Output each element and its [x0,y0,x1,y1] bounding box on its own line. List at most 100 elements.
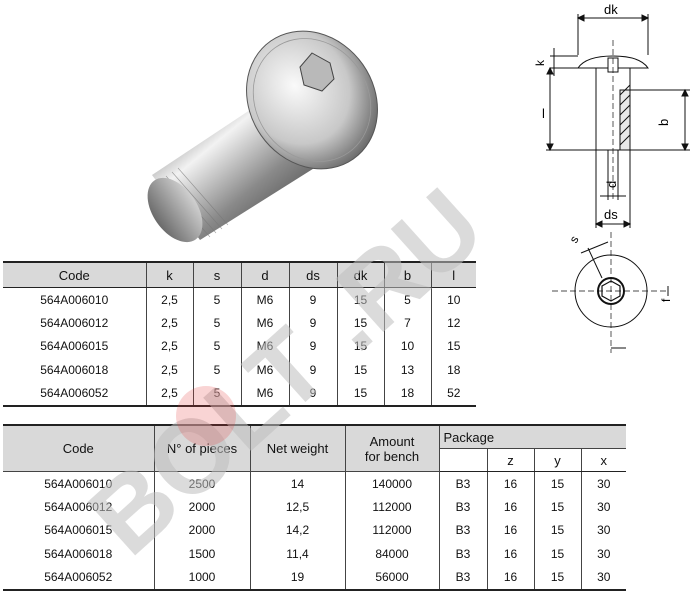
dimensions-cell-dk: 15 [336,381,385,406]
packaging-cell-y: 15 [533,495,582,519]
packaging-cell-pieces: 1500 [153,542,251,566]
packaging-cell-z: 16 [486,471,535,496]
col-header-d: d [240,262,290,288]
dimensions-cell-l: 12 [430,311,476,335]
packaging-cell-x: 30 [580,495,626,519]
packaging-cell-x: 30 [580,518,626,543]
packaging-cell-code: 564A006015 [3,518,155,543]
packaging-cell-amount: 84000 [344,542,440,566]
dimensions-cell-ds: 9 [288,311,338,335]
packaging-cell-net-weight: 11,4 [249,542,346,566]
packaging-cell-package-type: B3 [438,495,488,519]
dim-b-label: b [656,119,671,126]
packaging-cell-y: 15 [533,518,582,543]
dimensions-cell-dk: 15 [336,334,385,359]
packaging-cell-pieces: 2000 [153,495,251,519]
packaging-cell-amount: 112000 [344,495,440,519]
dimensions-cell-b: 18 [383,381,432,406]
packaging-cell-package-type: B3 [438,518,488,543]
packaging-header-row-1: Code N° of pieces Net weight Amount for … [3,424,626,472]
dimensions-cell-ds: 9 [288,358,338,382]
packaging-cell-net-weight: 14,2 [249,518,346,543]
packaging-cell-y: 15 [533,471,582,496]
packaging-cell-code: 564A006018 [3,542,155,566]
packaging-cell-z: 16 [486,495,535,519]
dimensions-cell-code: 564A006010 [3,287,147,312]
dimensions-cell-s: 5 [192,381,242,406]
col-header-x: x [580,448,626,472]
dimensions-cell-k: 2,5 [145,311,194,335]
dimensions-cell-dk: 15 [336,287,385,312]
col-header-s: s [192,262,242,288]
dim-d-label: d [604,181,619,188]
dimensions-cell-s: 5 [192,358,242,382]
dimensions-cell-s: 5 [192,287,242,312]
side-view-drawing: dk k l b d ds [533,2,690,228]
dimensions-cell-ds: 9 [288,287,338,312]
col-header-l: l [430,262,476,288]
dimensions-cell-d: M6 [240,334,290,359]
col-header-b: b [383,262,432,288]
col-header-z: z [486,448,535,472]
dimensions-cell-code: 564A006052 [3,381,147,406]
packaging-cell-x: 30 [580,565,626,590]
col-header-net-weight: Net weight [249,424,346,472]
dimensions-cell-dk: 15 [336,311,385,335]
dim-s-label: s [566,233,581,245]
packaging-cell-net-weight: 12,5 [249,495,346,519]
packaging-table: Code N° of pieces Net weight Amount for … [3,424,626,591]
dimensions-cell-l: 18 [430,358,476,382]
dimensions-cell-k: 2,5 [145,287,194,312]
dimensions-cell-ds: 9 [288,334,338,359]
col-header-code: Code [3,424,155,472]
col-header-package-type [439,448,488,472]
col-header-ds: ds [288,262,338,288]
dimensions-cell-s: 5 [192,311,242,335]
dim-f-label: f [659,298,673,302]
packaging-header-row-2: z y x [3,448,626,472]
packaging-cell-y: 15 [533,565,582,590]
hex-socket [299,52,335,92]
packaging-cell-code: 564A006010 [3,471,155,496]
dimensions-cell-d: M6 [240,358,290,382]
amount-line-2: for bench [364,448,420,464]
dimensions-cell-code: 564A006018 [3,358,147,382]
packaging-cell-code: 564A006052 [3,565,155,590]
packaging-cell-y: 15 [533,542,582,566]
bolt-3d-illustration [147,30,378,243]
packaging-cell-package-type: B3 [438,565,488,590]
dimensions-cell-ds: 9 [288,381,338,406]
dimensions-cell-l: 52 [430,381,476,406]
dimensions-cell-k: 2,5 [145,334,194,359]
dimensions-cell-s: 5 [192,334,242,359]
dim-ds-label: ds [604,207,618,222]
packaging-cell-package-type: B3 [438,471,488,496]
dimensions-cell-d: M6 [240,381,290,406]
packaging-cell-amount: 56000 [344,565,440,590]
dimensions-cell-b: 7 [383,311,432,335]
bolt-head [246,30,378,170]
dimensions-cell-l: 15 [430,334,476,359]
packaging-cell-net-weight: 19 [249,565,346,590]
col-header-dk: dk [336,262,385,288]
dim-dk-label: dk [604,2,618,17]
dimensions-cell-code: 564A006012 [3,311,147,335]
packaging-cell-net-weight: 14 [249,471,346,496]
col-header-amount: Amount for bench [344,424,440,472]
packaging-cell-amount: 112000 [344,518,440,543]
dimensions-cell-d: M6 [240,287,290,312]
dim-l-label: l [542,106,545,121]
dimensions-cell-k: 2,5 [145,381,194,406]
col-header-package: Package [438,424,626,449]
